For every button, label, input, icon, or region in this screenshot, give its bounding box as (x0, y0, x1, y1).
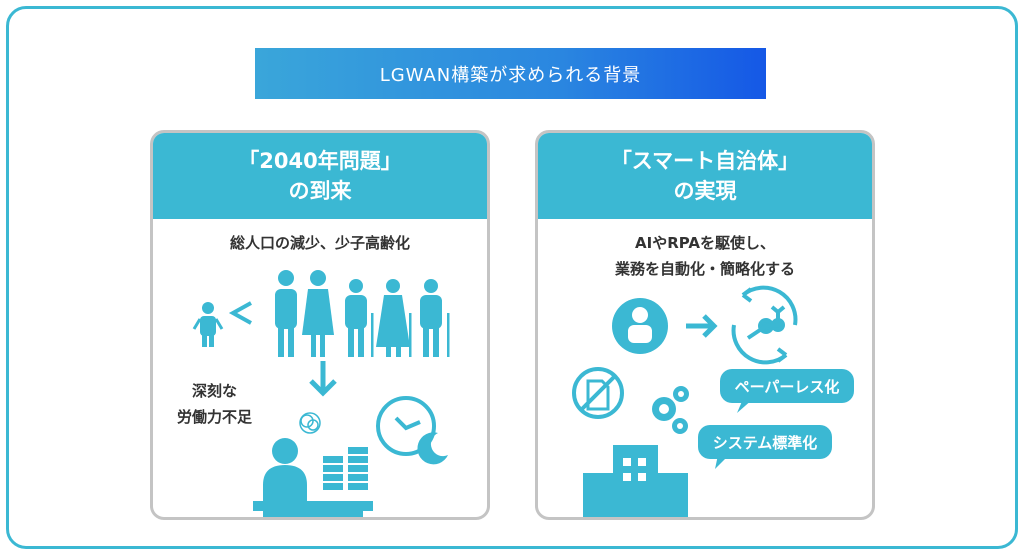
arrow-down-icon (309, 361, 337, 397)
note-line: 深刻な (192, 382, 238, 400)
header-line: の到来 (288, 179, 352, 203)
header-line: の実現 (673, 179, 737, 203)
panel-header: 「スマート自治体」 の実現 (538, 133, 872, 219)
subtitle-line: AIやRPAを駆使し、 (635, 234, 775, 252)
panel-subtitle: 総人口の減少、少子高齢化 (229, 234, 410, 252)
panel-header: 「2040年問題」 の到来 (153, 133, 487, 219)
page-title: LGWAN構築が求められる背景 (255, 48, 766, 99)
header-line: 「スマート自治体」 (610, 149, 800, 173)
worker-desk-icon (253, 438, 373, 517)
moon-icon (417, 432, 448, 465)
paperless-bubble: ペーパーレス化 (720, 369, 854, 403)
less-than-icon (228, 301, 252, 325)
subtitle-line: 業務を自動化・簡略化する (614, 260, 795, 278)
person-icon (612, 298, 668, 354)
panel-subtitle: AIやRPAを駆使し、 業務を自動化・簡略化する (538, 230, 872, 282)
building-icon (583, 445, 688, 517)
child-icon (192, 302, 224, 347)
arrow-right-icon (686, 314, 718, 338)
panel-smart-municipality: 「スマート自治体」 の実現 AIやRPAを駆使し、 業務を自動化・簡略化する ペ… (535, 130, 875, 520)
header-line: 「2040年問題」 (238, 149, 402, 173)
adults-elderly-icon (275, 270, 450, 357)
panel-2040-problem: 「2040年問題」 の到来 総人口の減少、少子高齢化 深刻な 労働力不足 < (150, 130, 490, 520)
clock-icon (376, 396, 436, 456)
stress-icon (299, 412, 321, 434)
document-stack-icon (323, 447, 368, 490)
note-line: 労働力不足 (177, 408, 253, 426)
labor-shortage-note: 深刻な 労働力不足 (177, 378, 252, 430)
robot-arm-cycle-icon (731, 285, 798, 365)
no-paper-icon (572, 367, 624, 419)
gears-icon (652, 386, 689, 434)
system-standardization-bubble: システム標準化 (698, 425, 832, 459)
